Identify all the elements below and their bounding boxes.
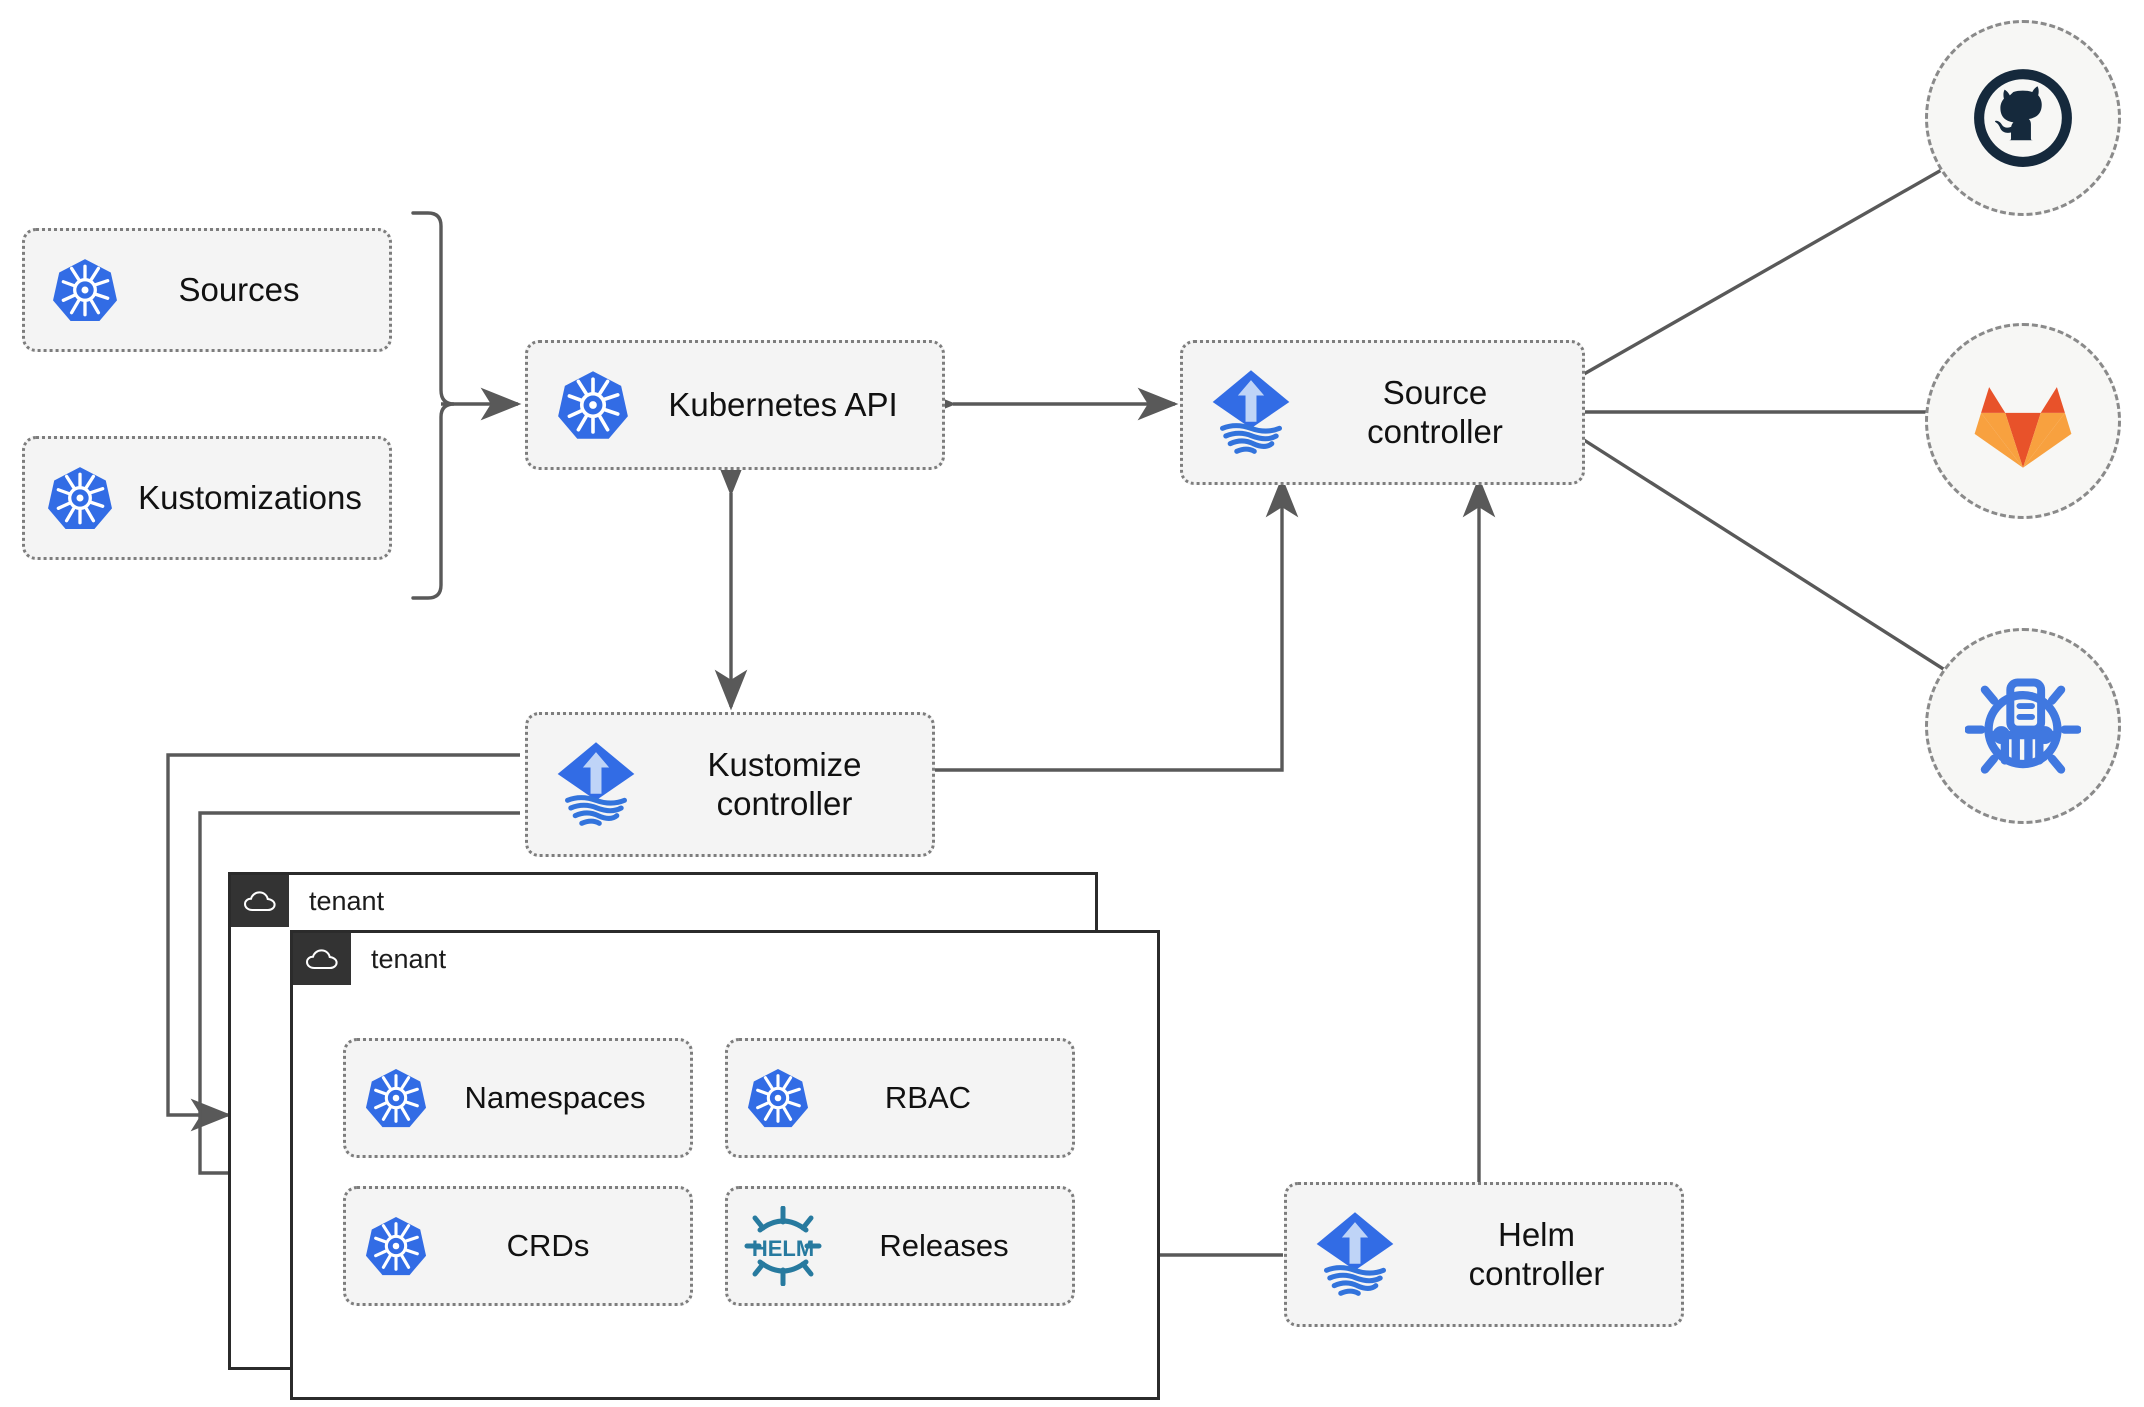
- github-icon: [1974, 69, 2072, 167]
- tenant-label: tenant: [309, 885, 385, 916]
- edge-source-controller-helm-repository: [1583, 438, 1995, 702]
- node-label: Sources: [178, 270, 300, 308]
- tenant-box-front[interactable]: tenant Namespaces: [290, 930, 1160, 1400]
- flux-icon: [1287, 1209, 1422, 1301]
- kubernetes-icon: [25, 257, 145, 323]
- node-kubernetes-api[interactable]: Kubernetes API: [525, 340, 945, 470]
- node-label: RBAC: [884, 1079, 972, 1115]
- node-namespaces[interactable]: Namespaces: [343, 1038, 693, 1158]
- node-label: CRDs: [506, 1227, 590, 1263]
- node-label-line2: controller: [1367, 412, 1503, 450]
- helm-logo-icon: HELM: [728, 1206, 838, 1286]
- external-gitlab[interactable]: [1925, 323, 2121, 519]
- resource-bracket: [411, 211, 455, 600]
- node-label: Kustomize controller: [663, 746, 932, 824]
- node-label: Releases: [879, 1227, 1009, 1263]
- node-label: Namespaces: [464, 1079, 646, 1115]
- cloud-icon: [231, 875, 289, 927]
- node-label-line1: Kustomize: [707, 745, 862, 783]
- node-label: Kustomizations: [138, 478, 362, 516]
- node-label: Kubernetes API: [668, 385, 898, 423]
- tenant-header-front: tenant: [293, 933, 446, 985]
- kubernetes-icon: [25, 465, 135, 531]
- edge-kustomize-controller-source-controller: [934, 476, 1299, 772]
- node-crds[interactable]: CRDs: [343, 1186, 693, 1306]
- node-label-line1: Helm: [1497, 1215, 1575, 1253]
- node-label-line1: Source: [1382, 373, 1488, 411]
- kubernetes-icon: [528, 369, 658, 441]
- node-rbac[interactable]: RBAC: [725, 1038, 1075, 1158]
- node-kustomize-controller[interactable]: Kustomize controller: [525, 712, 935, 857]
- flux-icon: [528, 739, 663, 831]
- node-label: Source controller: [1318, 374, 1582, 452]
- helm-repository-icon: [1965, 678, 2081, 774]
- kubernetes-icon: [346, 1067, 446, 1129]
- tenant-label: tenant: [371, 943, 447, 974]
- flux-icon: [1183, 367, 1318, 459]
- node-helm-controller[interactable]: Helm controller: [1284, 1182, 1684, 1327]
- kubernetes-icon: [728, 1067, 828, 1129]
- node-label: Helm controller: [1422, 1216, 1681, 1294]
- tenant-header-back: tenant: [231, 875, 384, 927]
- svg-text:HELM: HELM: [752, 1236, 814, 1261]
- kubernetes-icon: [346, 1215, 446, 1277]
- node-sources[interactable]: Sources: [22, 228, 392, 352]
- node-label-line2: controller: [716, 784, 853, 822]
- node-kustomizations[interactable]: Kustomizations: [22, 436, 392, 560]
- node-releases[interactable]: HELM Releases: [725, 1186, 1075, 1306]
- node-source-controller[interactable]: Source controller: [1180, 340, 1585, 485]
- external-github[interactable]: [1925, 20, 2121, 216]
- cloud-icon: [293, 933, 351, 985]
- edge-source-controller-github: [1583, 138, 1997, 376]
- external-helm-repository[interactable]: [1925, 628, 2121, 824]
- node-label-line2: controller: [1468, 1254, 1605, 1292]
- gitlab-icon: [1974, 387, 2072, 468]
